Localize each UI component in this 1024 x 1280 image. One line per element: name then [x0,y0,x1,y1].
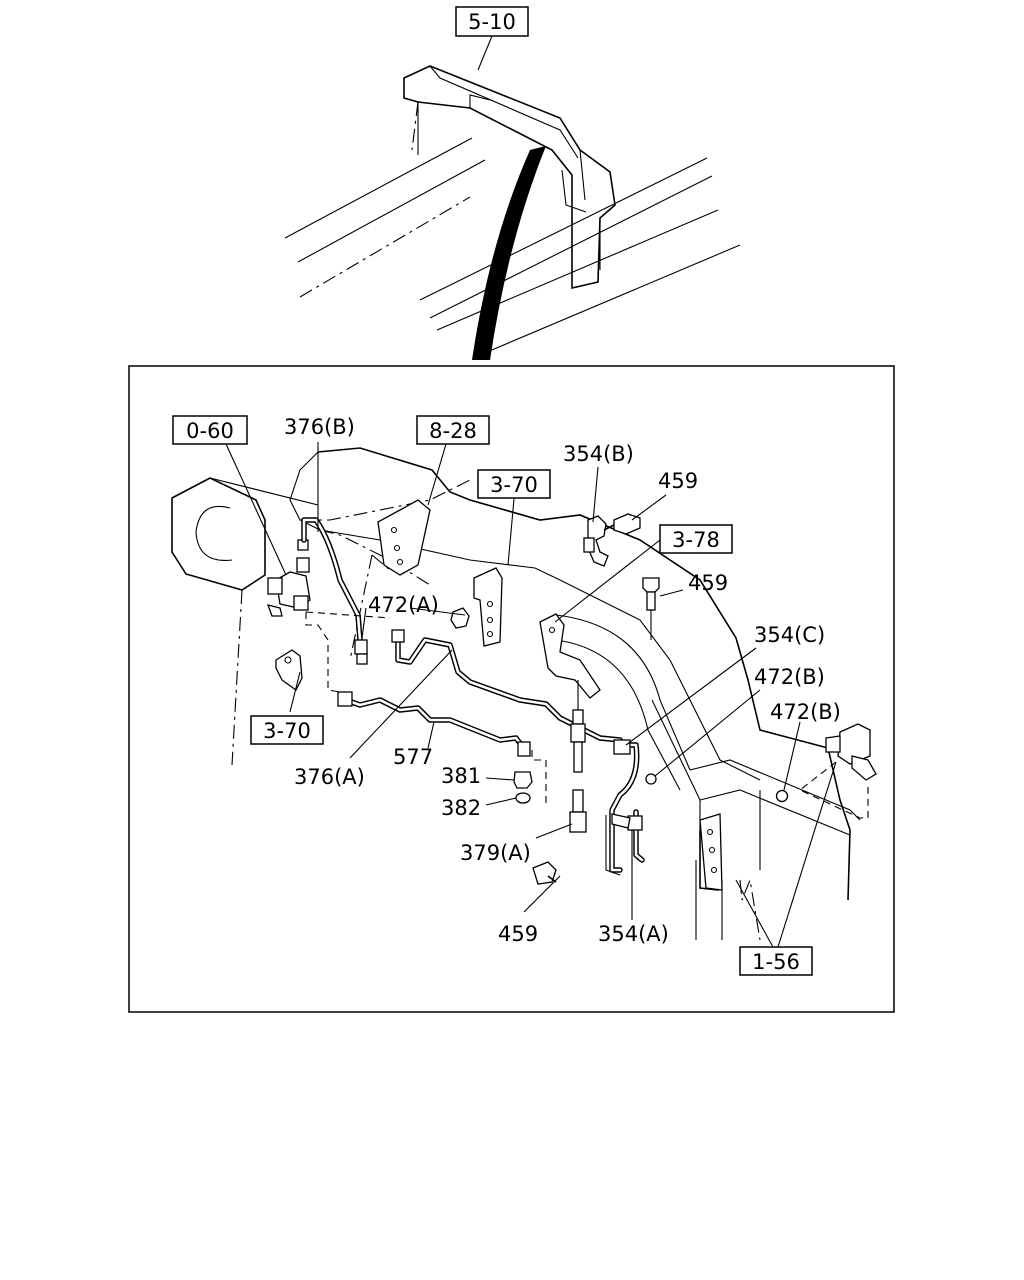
leader-472a-2 [409,607,466,616]
leader-3-70-top [507,498,515,566]
ref-1-56-text: 1-56 [752,950,800,974]
ref-box-3-70-top[interactable]: 3-70 [477,469,551,499]
ref-0-60-text: 0-60 [186,419,234,443]
label-459-b: 459 [688,571,728,595]
leader-1-56-b [777,761,837,948]
label-354a: 354(A) [598,922,669,946]
ref-box-8-28[interactable]: 8-28 [416,415,490,445]
ref-box-1-56[interactable]: 1-56 [739,946,813,976]
leader-0-60 [225,443,287,576]
leader-577 [427,721,435,749]
leader-459-c [523,875,561,913]
label-472b-1: 472(B) [754,665,825,689]
frame-overview [284,35,741,360]
leader-382 [485,797,517,806]
leader-354c [625,647,757,746]
label-459-c: 459 [498,922,538,946]
label-376a: 376(A) [294,765,365,789]
label-354b: 354(B) [563,442,634,466]
leader-472a-1 [361,607,367,639]
leader-3-70-bottom [289,671,301,713]
detail-frame [128,365,895,1013]
ref-box-5-10[interactable]: 5-10 [455,6,529,37]
ref-3-70-top-text: 3-70 [490,473,538,497]
label-382: 382 [441,796,481,820]
label-577: 577 [393,745,433,769]
ref-5-10-text: 5-10 [468,10,516,34]
label-354c: 354(C) [754,623,825,647]
leader-379a [535,823,573,839]
ref-box-3-78[interactable]: 3-78 [659,524,733,554]
ref-box-0-60[interactable]: 0-60 [172,415,248,445]
leader-459-a [631,494,667,521]
label-472b-2: 472(B) [770,700,841,724]
ref-8-28-text: 8-28 [429,419,477,443]
label-472a: 472(A) [368,593,439,617]
leader-472b-2 [783,721,801,791]
leader-8-28 [427,443,447,506]
leader-354b [592,466,599,523]
leader-381 [485,777,515,781]
label-379a: 379(A) [460,841,531,865]
label-459-a: 459 [658,469,698,493]
label-376b: 376(B) [284,415,355,439]
leader-376a [349,649,453,759]
ref-3-70-bottom-text: 3-70 [263,719,311,743]
ref-3-78-text: 3-78 [672,528,720,552]
leader-3-78 [554,539,661,623]
leader-459-b [659,589,684,597]
label-381: 381 [441,764,481,788]
leader-1-56-a [735,879,774,948]
detail-drawing [171,442,877,948]
leader-472b-1 [654,689,761,777]
ref-box-3-70-bottom[interactable]: 3-70 [250,715,324,745]
